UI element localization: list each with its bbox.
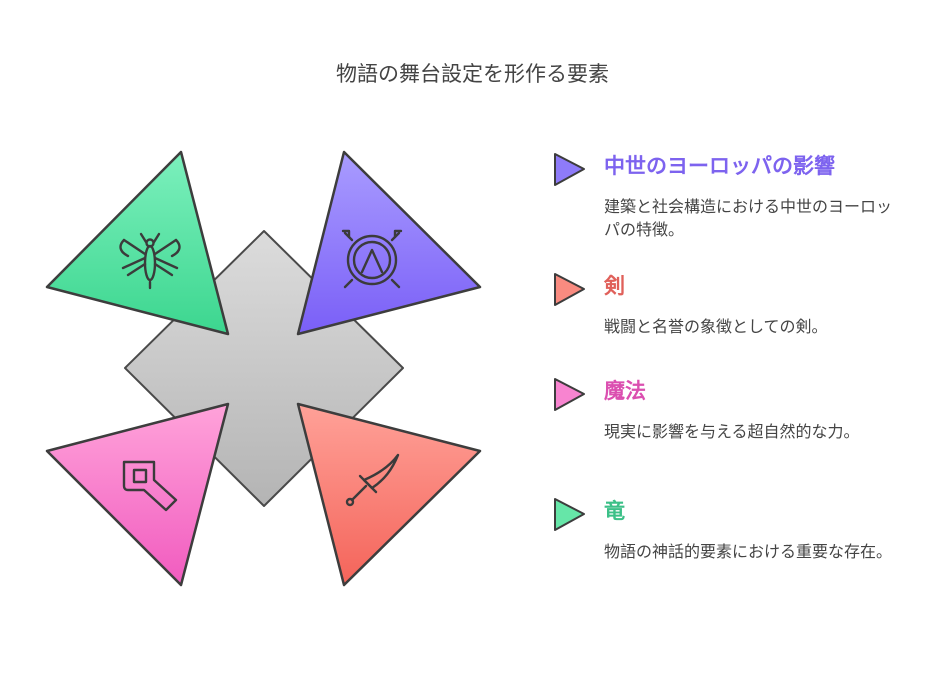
legend-desc-sword: 戦闘と名誉の象徴としての剣。	[604, 317, 828, 336]
page-title: 物語の舞台設定を形作る要素	[336, 62, 609, 86]
spartan-helmet-icon	[341, 229, 403, 289]
triangle-marker-pink-icon	[554, 378, 585, 411]
triangle-dragon	[45, 150, 230, 336]
sword-icon	[345, 453, 400, 507]
legend-desc-medieval: 建築と社会構造における中世のヨーロッパの特徴。	[604, 197, 893, 239]
triangle-marker-purple-icon	[554, 153, 585, 186]
legend-heading-dragon: 竜	[604, 499, 625, 523]
legend-desc-dragon: 物語の神話的要素における重要な存在。	[604, 542, 893, 561]
triangle-marker-green-icon	[554, 498, 585, 531]
legend-desc-magic: 現実に影響を与える超自然的な力。	[604, 422, 860, 441]
legend-item-magic: 魔法 現実に影響を与える超自然的な力。	[552, 376, 912, 476]
legend-heading-sword: 剣	[604, 274, 625, 298]
legend-item-medieval: 中世のヨーロッパの影響 建築と社会構造における中世のヨーロッパの特徴。	[552, 151, 912, 251]
triangle-marker-red-icon	[554, 273, 585, 306]
legend-heading-medieval: 中世のヨーロッパの影響	[604, 154, 835, 178]
dragon-insect-icon	[119, 232, 181, 290]
magic-wand-icon	[122, 460, 178, 512]
legend-item-dragon: 竜 物語の神話的要素における重要な存在。	[552, 496, 912, 596]
legend-item-sword: 剣 戦闘と名誉の象徴としての剣。	[552, 271, 912, 351]
triangle-magic	[45, 402, 230, 587]
triangle-sword	[296, 402, 482, 587]
legend-heading-magic: 魔法	[604, 379, 646, 403]
triangle-medieval-europe	[296, 150, 482, 336]
